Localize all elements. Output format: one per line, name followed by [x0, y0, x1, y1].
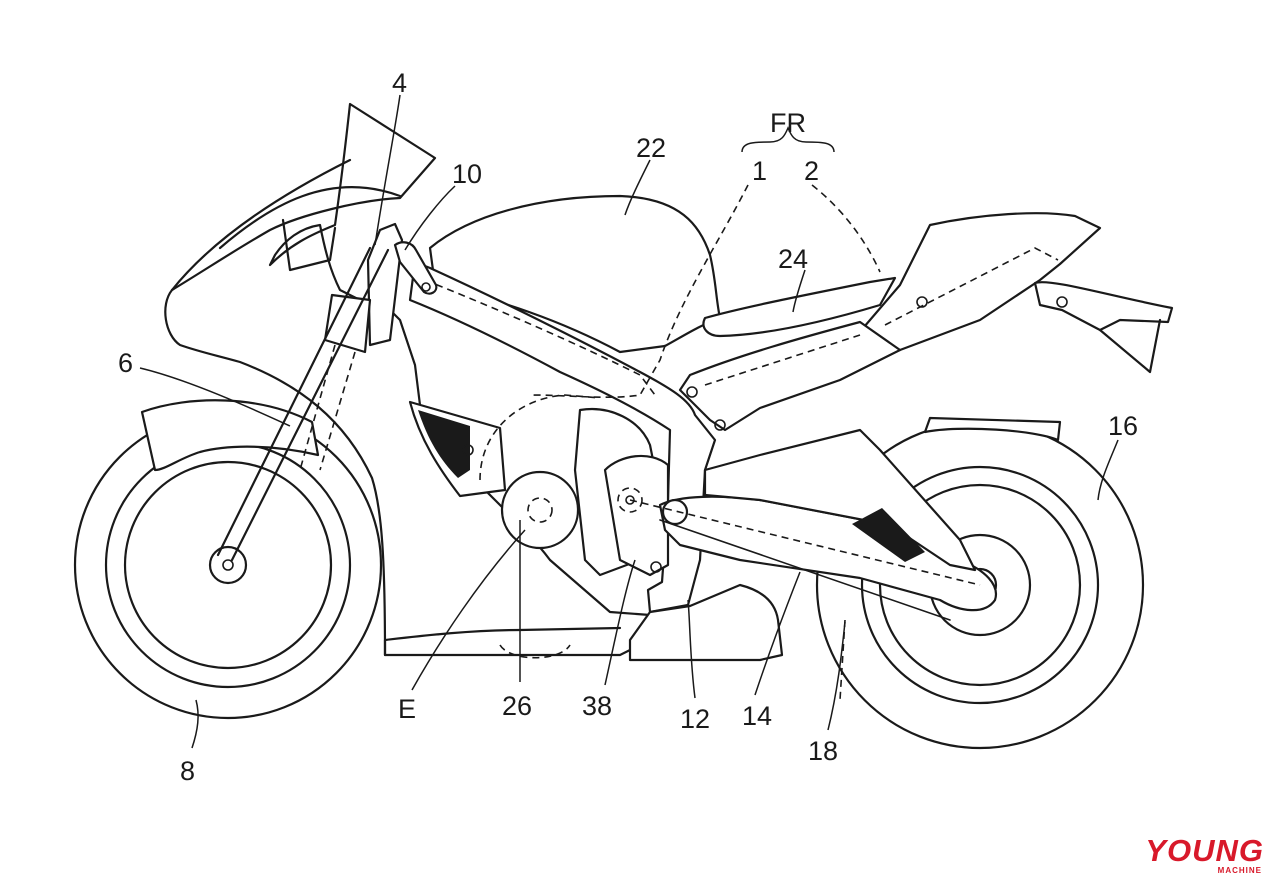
leader-16 — [1097, 439, 1119, 501]
label-4: 4 — [392, 68, 407, 98]
chain-line-dash — [629, 499, 981, 586]
label-38: 38 — [582, 691, 612, 721]
centerline-1-dash — [529, 184, 749, 399]
chain-line-lower — [659, 519, 951, 621]
engine-cover — [500, 470, 580, 550]
license-bracket — [1033, 281, 1174, 332]
label-8: 8 — [180, 756, 195, 786]
pivot-center — [625, 495, 635, 505]
front-wheel — [73, 410, 383, 720]
leader-4 — [374, 94, 401, 246]
main-frame-dash — [424, 279, 656, 396]
fr-brace — [741, 126, 835, 153]
handlebar — [393, 241, 438, 295]
swing-arm-pivot — [661, 498, 689, 526]
fuel-tank — [428, 194, 722, 354]
label-1: 1 — [752, 156, 767, 186]
label-12: 12 — [680, 704, 710, 734]
windscreen-edge — [218, 186, 402, 250]
watermark-sub: MACHINE — [1217, 866, 1262, 875]
leader-10 — [404, 185, 456, 251]
label-2: 2 — [804, 156, 819, 186]
leader-22 — [624, 159, 651, 216]
engine-bolt-a — [650, 561, 662, 573]
label-26: 26 — [502, 691, 532, 721]
leader-12 — [687, 599, 696, 699]
brand-watermark: YOUNG MACHINE — [1124, 835, 1264, 877]
fairing-inner-line — [170, 158, 352, 292]
leader-38 — [604, 559, 636, 686]
centerline-2-dash — [811, 184, 881, 273]
tail-bolt — [916, 296, 928, 308]
watermark-brand: YOUNG — [1145, 833, 1264, 868]
label-16: 16 — [1108, 411, 1138, 441]
pivot-area-dash — [617, 487, 643, 513]
label-FR: FR — [770, 108, 806, 138]
leader-E — [411, 529, 526, 691]
label-6: 6 — [118, 348, 133, 378]
engine-bolt-b — [462, 444, 474, 456]
swing-arm-vent — [852, 508, 925, 562]
fairing-side-panel — [281, 218, 337, 272]
rail-bolt-a — [686, 386, 698, 398]
tail-cowl-dash — [884, 247, 1059, 326]
label-E: E — [398, 694, 416, 724]
leader-18 — [827, 621, 846, 731]
leader-8 — [191, 699, 199, 749]
rail-bolt-b — [714, 419, 726, 431]
bracket-bolt — [1056, 296, 1068, 308]
seat-rail-dash — [704, 334, 861, 386]
label-22: 22 — [636, 133, 666, 163]
leader-6 — [139, 367, 291, 427]
rear-hugger — [923, 416, 1062, 442]
fairing-vent-dark — [418, 410, 470, 478]
seat-rail — [678, 320, 902, 432]
front-fork — [216, 222, 404, 562]
swing-arm — [658, 495, 998, 612]
label-14: 14 — [742, 701, 772, 731]
label-24: 24 — [778, 244, 808, 274]
label-10: 10 — [452, 159, 482, 189]
seat — [702, 276, 897, 338]
leader-14 — [754, 571, 801, 696]
oil-pan — [628, 583, 784, 662]
license-plate — [1098, 318, 1162, 374]
front-fender — [140, 399, 320, 472]
crank-axis — [527, 497, 553, 523]
exhaust-dash — [499, 644, 571, 659]
leader-24 — [792, 269, 806, 313]
label-18: 18 — [808, 736, 838, 766]
